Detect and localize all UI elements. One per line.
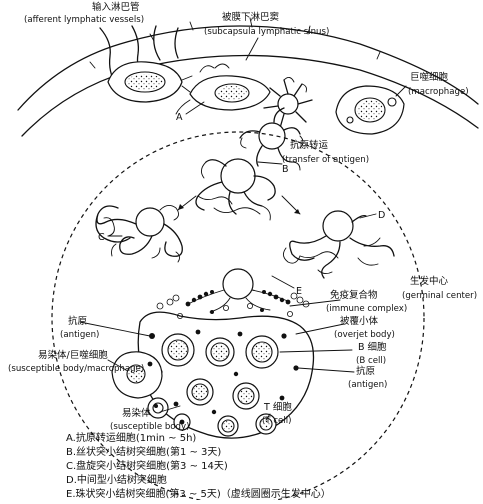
leader-macrophage bbox=[395, 85, 407, 97]
legend-item-c: C.盘旋突小结树突细胞(第3 ~ 14天) bbox=[66, 459, 228, 472]
leader-b bbox=[257, 161, 283, 165]
immune-label-cn: 免疫复合物 bbox=[330, 289, 378, 301]
legend-item-e: E.珠状突小结树突细胞(第3 ~ 5天)（虚线圆圈示生发中心） bbox=[66, 487, 331, 500]
susceptible-macro-label-cn: 易染体/巨噬细胞 bbox=[38, 349, 108, 361]
legend-item-b: B.丝状突小结树突细胞(第1 ~ 3天) bbox=[66, 445, 221, 458]
macrophage bbox=[335, 85, 405, 135]
antigen-transport-cell-a bbox=[175, 63, 271, 115]
transfer-cell bbox=[239, 107, 304, 171]
antigen-left-label-cn: 抗原 bbox=[68, 315, 87, 327]
germinal-center-boundary bbox=[51, 131, 425, 504]
dendritic-cell-d bbox=[283, 210, 395, 279]
overjet-label-en: (overjet body) bbox=[334, 330, 395, 340]
legend: A.抗原转运细胞(1min ~ 5h) B.丝状突小结树突细胞(第1 ~ 3天)… bbox=[66, 431, 331, 500]
leader-d bbox=[359, 213, 377, 219]
transfer-label-en: (transfer of antigen) bbox=[282, 155, 369, 165]
susceptible-label-cn: 易染体 bbox=[122, 407, 151, 419]
letter-b: B bbox=[282, 164, 289, 175]
letter-a: A bbox=[176, 112, 183, 123]
susceptible-macrophage bbox=[111, 351, 163, 399]
legend-item-a: A.抗原转运细胞(1min ~ 5h) bbox=[66, 431, 196, 444]
lymphocyte-cluster bbox=[137, 311, 315, 439]
afferent-cell bbox=[107, 61, 193, 103]
antigen-right-label-cn: 抗原 bbox=[356, 365, 375, 377]
leader-a bbox=[185, 101, 205, 115]
transfer-arrows bbox=[177, 195, 301, 215]
germinal-label-en: (germinal center) bbox=[402, 291, 477, 301]
tcell-label-cn: T 细胞 bbox=[263, 401, 292, 413]
immune-label-en: (immune complex) bbox=[326, 304, 407, 314]
antigen-left-label-en: (antigen) bbox=[60, 330, 99, 340]
sinus-label-en: (subcapsula lymphatic sinus) bbox=[204, 27, 329, 37]
letter-c: C bbox=[98, 232, 105, 243]
leader-sinus bbox=[245, 37, 259, 61]
letter-e: E bbox=[296, 286, 302, 297]
legend-item-d: D.中间型小结树突细胞 bbox=[66, 473, 167, 486]
bottom-leaders bbox=[79, 299, 355, 421]
bcell-label-en: (B cell) bbox=[356, 356, 386, 366]
antigen-right-label-en: (antigen) bbox=[348, 380, 387, 390]
susceptible-label-en: (susceptible body) bbox=[110, 422, 189, 432]
susceptible-macro-label-en: (susceptible body/macrophage) bbox=[8, 364, 144, 374]
beaded-dendritic-cell-e bbox=[156, 268, 310, 319]
sinus-label-cn: 被膜下淋巴窦 bbox=[222, 11, 279, 23]
labels: 输入淋巴管 (afferent lymphatic vessels) 被膜下淋巴… bbox=[8, 1, 477, 432]
lymph-node-capsule bbox=[17, 17, 479, 137]
macrophage-label-cn: 巨噬细胞 bbox=[410, 71, 449, 83]
germinal-label-cn: 生发中心 bbox=[410, 275, 449, 287]
bcell-label-cn: B 细胞 bbox=[358, 341, 387, 353]
transfer-label-cn: 抗原转运 bbox=[290, 139, 329, 151]
tcell-label-en: (T cell) bbox=[262, 416, 291, 426]
dendritic-cell-b bbox=[195, 158, 276, 221]
macrophage-label-en: (macrophage) bbox=[408, 87, 469, 97]
susceptible-body bbox=[147, 397, 191, 431]
leader-e bbox=[271, 275, 295, 289]
dendritic-cell-c bbox=[95, 205, 183, 263]
afferent-label-en: (afferent lymphatic vessels) bbox=[24, 15, 144, 25]
afferent-label-cn: 输入淋巴管 bbox=[92, 1, 140, 13]
sinus-dendritic-cell bbox=[263, 77, 313, 129]
overjet-label-cn: 被覆小体 bbox=[340, 315, 379, 327]
letter-d: D bbox=[378, 210, 385, 221]
